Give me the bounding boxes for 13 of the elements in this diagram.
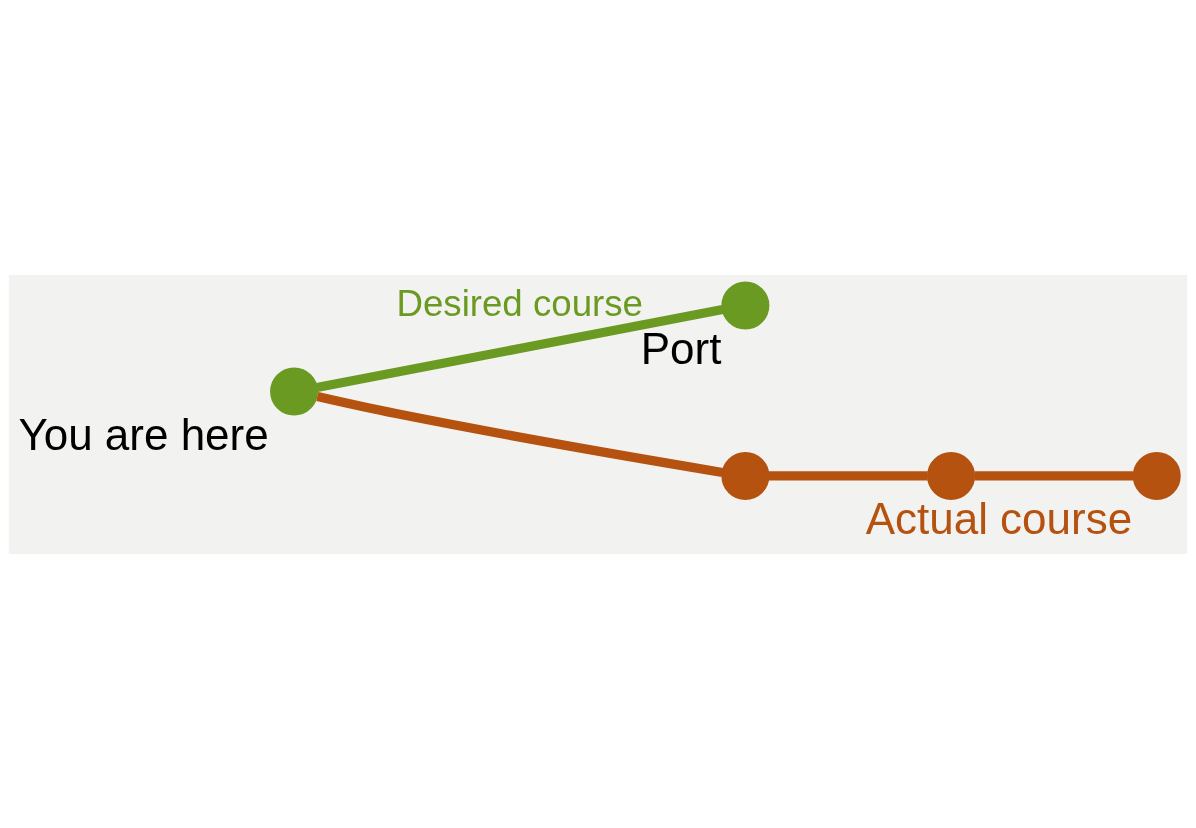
node-cross: [1132, 451, 1181, 500]
node-cross: [270, 367, 319, 416]
node-label: Actual course: [865, 493, 1133, 543]
node-cross: [927, 451, 976, 500]
node-label: Port: [640, 323, 722, 373]
connector: [316, 304, 724, 392]
node-label: You are here: [18, 409, 269, 459]
connector: [768, 470, 928, 480]
connector: [974, 470, 1134, 480]
edge-label: Desired course: [396, 282, 643, 324]
node-cross: [721, 451, 770, 500]
node-cross: [721, 280, 770, 329]
connector: [316, 391, 724, 477]
